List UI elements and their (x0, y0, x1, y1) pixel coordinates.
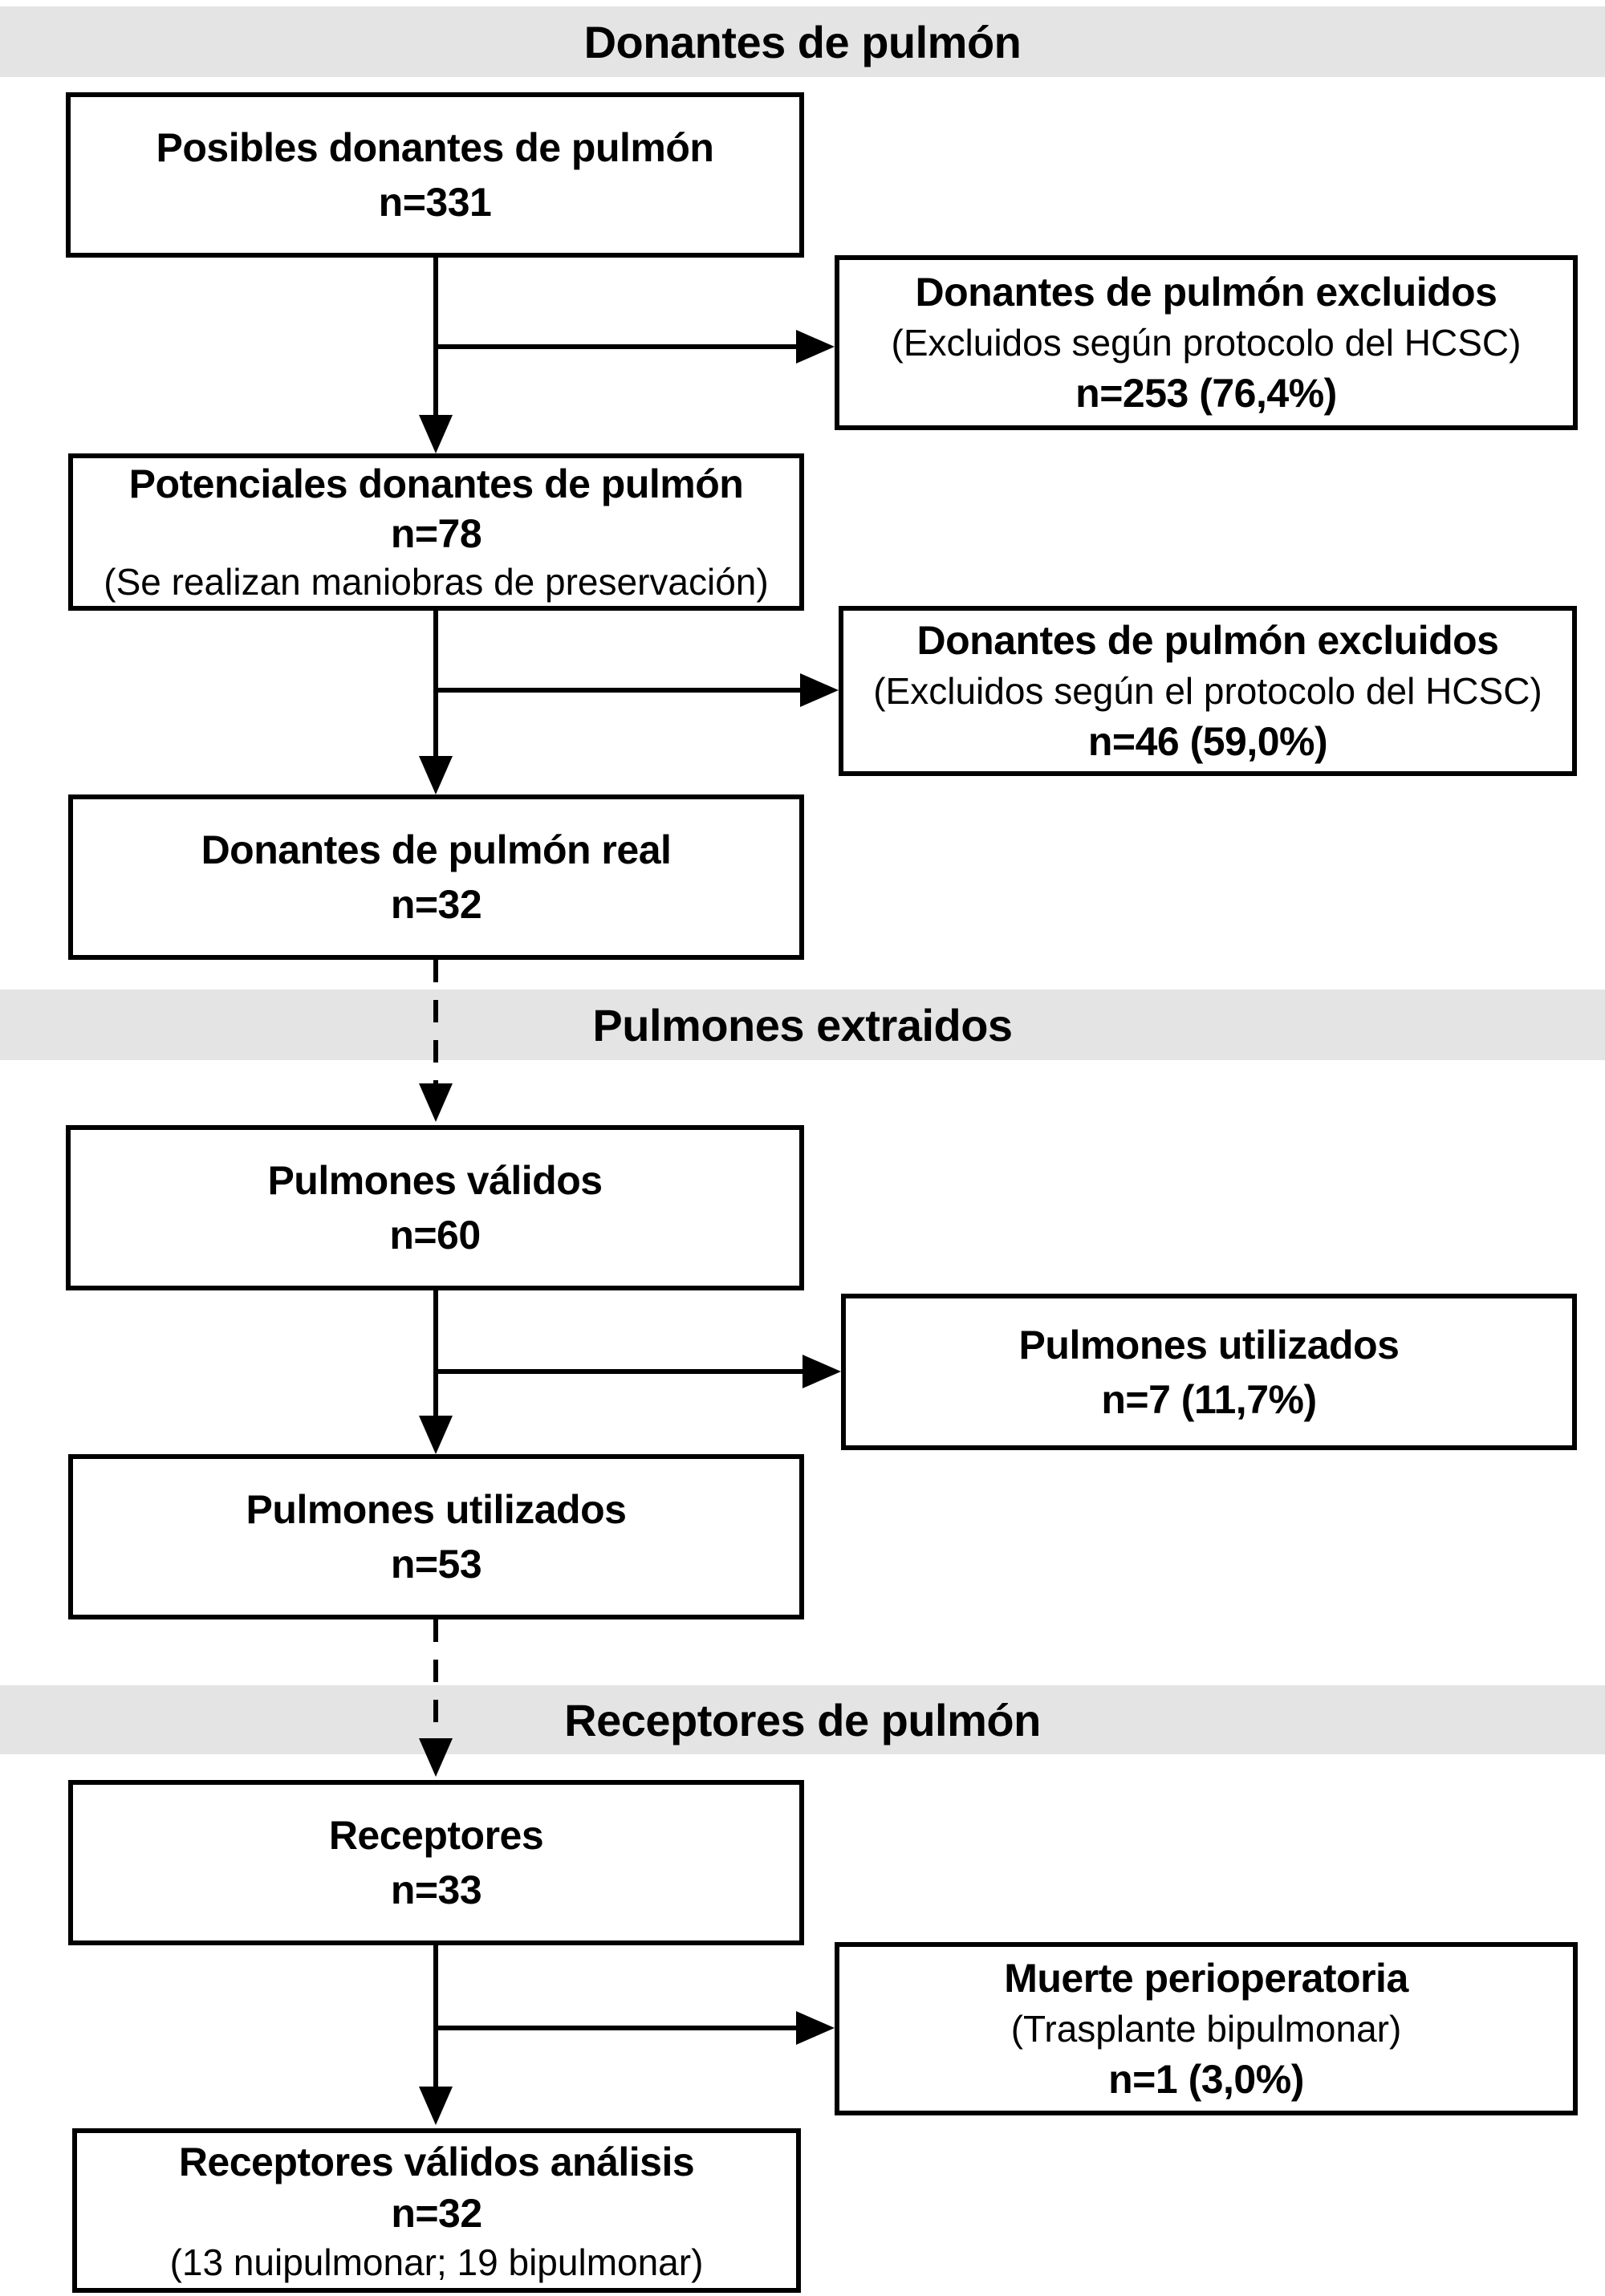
arrowhead-down-icon (419, 1738, 453, 1777)
box-receptores-validos-analisis: Receptores válidos análisis n=32 (13 nui… (72, 2128, 801, 2293)
section-band-donantes: Donantes de pulmón (0, 6, 1605, 77)
connector-branch-excluidos2 (433, 688, 800, 693)
arrowhead-right-icon (796, 330, 835, 364)
box-donantes-excluidos-1: Donantes de pulmón excluidos (Excluidos … (835, 255, 1578, 430)
box-pulmones-validos-count: n=60 (389, 1213, 481, 1258)
connector-validos-to-utilizados (433, 1290, 438, 1417)
arrowhead-right-icon (802, 1355, 841, 1388)
section-title-receptores: Receptores de pulmón (564, 1694, 1041, 1745)
box-potenciales-donantes-note: (Se realizan maniobras de preservación) (104, 561, 769, 603)
box-receptores-title: Receptores (328, 1813, 544, 1858)
box-posibles-donantes-title: Posibles donantes de pulmón (156, 125, 714, 170)
box-receptores: Receptores n=33 (68, 1780, 804, 1945)
box-muerte-perioperatoria-title: Muerte perioperatoria (1004, 1956, 1408, 2001)
box-receptores-validos-analisis-count: n=32 (391, 2190, 482, 2236)
box-muerte-perioperatoria-count: n=1 (3,0%) (1108, 2057, 1304, 2102)
box-donantes-excluidos-2-title: Donantes de pulmón excluidos (916, 618, 1500, 663)
box-receptores-validos-analisis-note: (13 nuipulmonar; 19 bipulmonar) (169, 2241, 704, 2283)
arrowhead-down-icon (419, 1416, 453, 1454)
box-posibles-donantes: Posibles donantes de pulmón n=331 (66, 92, 804, 258)
box-pulmones-validos: Pulmones válidos n=60 (66, 1125, 804, 1290)
box-pulmones-utilizados: Pulmones utilizados n=53 (68, 1454, 804, 1619)
section-band-pulmones-extraidos: Pulmones extraidos (0, 990, 1605, 1060)
box-receptores-count: n=33 (390, 1867, 482, 1912)
connector-dashed-utilizados-to-receptores (433, 1619, 438, 1740)
box-donantes-excluidos-2: Donantes de pulmón excluidos (Excluidos … (839, 606, 1577, 776)
box-donantes-reales-title: Donantes de pulmón real (201, 827, 672, 872)
box-potenciales-donantes-count: n=78 (390, 511, 482, 556)
arrowhead-right-icon (796, 2011, 835, 2045)
box-donantes-excluidos-1-count: n=253 (76,4%) (1075, 371, 1337, 416)
connector-posibles-to-potenciales (433, 258, 438, 417)
box-pulmones-descartados: Pulmones utilizados n=7 (11,7%) (841, 1294, 1577, 1450)
box-pulmones-validos-title: Pulmones válidos (267, 1158, 603, 1203)
box-donantes-excluidos-1-note: (Excluidos según protocolo del HCSC) (891, 322, 1522, 364)
arrowhead-down-icon (419, 756, 453, 794)
connector-potenciales-to-reales (433, 611, 438, 758)
box-pulmones-utilizados-title: Pulmones utilizados (246, 1487, 627, 1532)
box-donantes-excluidos-1-title: Donantes de pulmón excluidos (915, 270, 1498, 315)
connector-branch-muerte (433, 2026, 796, 2030)
connector-receptores-to-validos-analisis (433, 1945, 438, 2088)
connector-branch-descartados (433, 1369, 805, 1374)
arrowhead-down-icon (419, 1083, 453, 1122)
box-posibles-donantes-count: n=331 (378, 180, 492, 225)
section-band-receptores: Receptores de pulmón (0, 1685, 1605, 1754)
arrowhead-right-icon (800, 673, 839, 707)
box-receptores-validos-analisis-title: Receptores válidos análisis (178, 2139, 695, 2184)
section-title-pulmones-extraidos: Pulmones extraidos (592, 999, 1013, 1050)
connector-branch-excluidos1 (433, 344, 796, 349)
box-donantes-excluidos-2-count: n=46 (59,0%) (1087, 719, 1328, 764)
box-donantes-reales-count: n=32 (390, 882, 482, 927)
arrowhead-down-icon (419, 2087, 453, 2125)
connector-dashed-reales-to-validos (433, 960, 438, 1085)
box-muerte-perioperatoria-note: (Trasplante bipulmonar) (1010, 2008, 1402, 2050)
box-potenciales-donantes: Potenciales donantes de pulmón n=78 (Se … (68, 453, 804, 611)
box-pulmones-utilizados-count: n=53 (390, 1542, 482, 1587)
box-pulmones-descartados-count: n=7 (11,7%) (1101, 1376, 1317, 1422)
box-donantes-reales: Donantes de pulmón real n=32 (68, 794, 804, 960)
section-title-donantes: Donantes de pulmón (583, 16, 1022, 67)
arrowhead-down-icon (419, 415, 453, 453)
box-pulmones-descartados-title: Pulmones utilizados (1018, 1322, 1400, 1367)
box-muerte-perioperatoria: Muerte perioperatoria (Trasplante bipulm… (835, 1942, 1578, 2115)
box-potenciales-donantes-title: Potenciales donantes de pulmón (128, 461, 744, 506)
box-donantes-excluidos-2-note: (Excluidos según el protocolo del HCSC) (873, 670, 1542, 712)
